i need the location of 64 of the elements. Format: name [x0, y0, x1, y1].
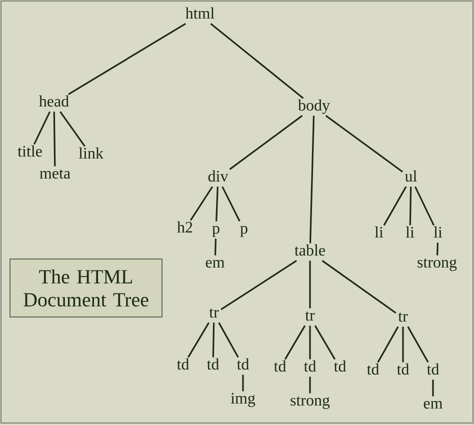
- tree-branch: [407, 326, 429, 363]
- tag-name: tr: [398, 312, 408, 322]
- tag-name: table: [294, 244, 325, 256]
- tag-name: title: [18, 145, 42, 157]
- tag-name: html: [186, 7, 214, 19]
- tag-name: head: [39, 95, 69, 107]
- tag-name: em: [206, 260, 225, 268]
- tag-name: li: [434, 226, 442, 238]
- tree-branch: [309, 260, 311, 308]
- tree-branch: [284, 325, 306, 360]
- tag-name: td: [366, 363, 380, 375]
- tag-name: td: [396, 363, 410, 375]
- tree-branch: [68, 23, 186, 95]
- tree-branch: [309, 376, 311, 394]
- tree-branch: [322, 260, 396, 314]
- tree-branch: [309, 326, 311, 360]
- tag-name: strong: [418, 258, 457, 271]
- tree-branch: [242, 374, 244, 392]
- tag-name: img: [230, 392, 256, 407]
- tag-name: td: [304, 360, 316, 372]
- tag-name: td: [206, 358, 220, 370]
- tree-branch: [414, 186, 435, 226]
- tree-branch: [214, 238, 217, 256]
- tree-branch: [402, 326, 404, 362]
- tree-branch: [409, 186, 412, 226]
- tree-branch: [436, 242, 438, 256]
- tree-branch: [325, 115, 404, 172]
- tag-name: link: [78, 147, 104, 158]
- tree-branch: [190, 186, 214, 221]
- tag-name: h2: [177, 221, 192, 232]
- tag-name: p: [240, 226, 248, 237]
- tag-name: tr: [305, 312, 315, 321]
- tree-branch: [33, 111, 51, 145]
- tree-branch: [212, 322, 215, 358]
- tree-branch: [53, 112, 56, 166]
- tag-name: meta: [40, 170, 70, 179]
- tree-branch: [432, 380, 434, 396]
- tag-name: td: [426, 363, 440, 375]
- tree-branch: [218, 322, 239, 358]
- tree-branch: [220, 260, 297, 310]
- tag-name: td: [334, 360, 346, 372]
- tag-name: tr: [209, 308, 219, 318]
- tag-name: body: [298, 99, 330, 114]
- tree-branch: [222, 186, 240, 222]
- tree-branch: [314, 325, 336, 360]
- tree-branch: [188, 322, 210, 358]
- tree-branch: [216, 186, 218, 222]
- tag-name: em: [424, 400, 443, 409]
- tag-name: strong: [290, 396, 330, 409]
- tree-branch: [377, 326, 399, 363]
- tag-name: p: [212, 226, 220, 237]
- tree-branch: [309, 116, 315, 244]
- tree-branch: [210, 23, 304, 99]
- tree-branch: [229, 115, 303, 170]
- tag-name: td: [176, 358, 190, 370]
- title-box: The HTML Document Tree: [10, 258, 162, 318]
- tree-branch: [383, 186, 407, 226]
- tag-name: td: [274, 360, 286, 372]
- tag-name: li: [406, 226, 414, 238]
- tag-name: td: [236, 358, 250, 370]
- tag-name: div: [208, 170, 228, 182]
- tree-branch: [60, 111, 86, 147]
- tag-name: ul: [404, 170, 417, 182]
- tag-name: li: [374, 226, 384, 238]
